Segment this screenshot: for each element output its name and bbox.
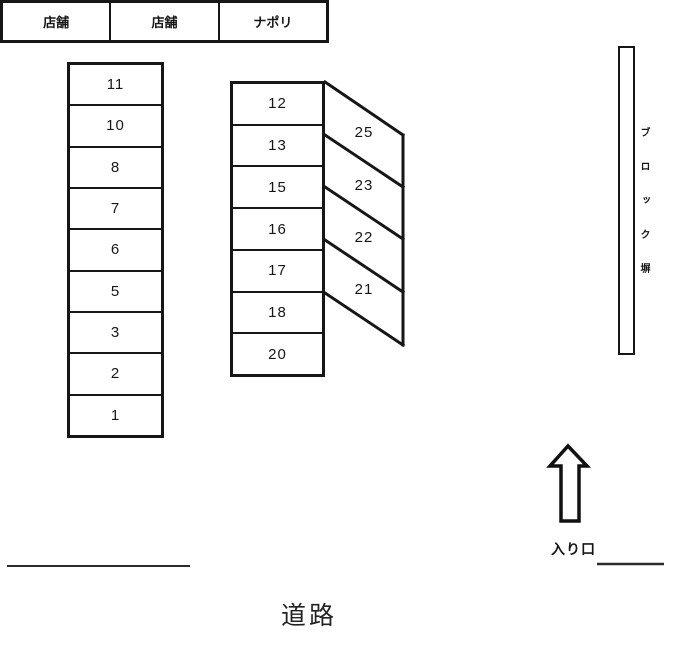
parking-space-6: 6 xyxy=(70,228,161,269)
entrance-label: 入り口 xyxy=(551,541,596,557)
parking-space-17: 17 xyxy=(233,248,322,291)
parking-space-12: 12 xyxy=(268,95,287,113)
parking-space-13: 13 xyxy=(233,123,322,166)
entrance-arrow-icon xyxy=(546,443,592,523)
parking-space-22: 22 xyxy=(354,229,374,246)
parking-space-7: 7 xyxy=(70,186,161,228)
parking-space-2: 2 xyxy=(70,352,161,393)
block-wall xyxy=(618,46,635,355)
parking-space-16: 16 xyxy=(233,207,322,249)
shop-unit-1: 店舗 xyxy=(43,15,70,30)
shop-row: 店舗 店舗 ナポリ xyxy=(0,0,329,43)
parking-space-25: 25 xyxy=(354,124,374,141)
block-wall-label: ブロック塀 xyxy=(638,127,649,297)
parking-space-5: 5 xyxy=(70,269,161,311)
parking-space-21: 21 xyxy=(354,281,374,298)
shop-unit-napoli: ナポリ xyxy=(217,3,326,40)
parking-space-23: 23 xyxy=(354,177,374,194)
road-label: 道路 xyxy=(281,602,338,630)
parking-space-15: 15 xyxy=(233,165,322,207)
parking-space-8: 8 xyxy=(70,145,161,187)
parking-space-18: 18 xyxy=(233,290,322,333)
parking-space-20: 20 xyxy=(233,332,322,374)
parking-space-1: 1 xyxy=(70,393,161,435)
parking-space-10: 10 xyxy=(70,104,161,145)
angled-stall-lines xyxy=(322,79,406,348)
parking-space-11: 11 xyxy=(106,76,125,94)
shop-unit-2: 店舗 xyxy=(109,3,217,40)
parking-space-3: 3 xyxy=(70,310,161,352)
parking-column-left: 11 10 8 7 6 5 3 2 1 xyxy=(67,62,164,438)
parking-column-middle: 12 13 15 16 17 18 20 xyxy=(230,81,325,377)
